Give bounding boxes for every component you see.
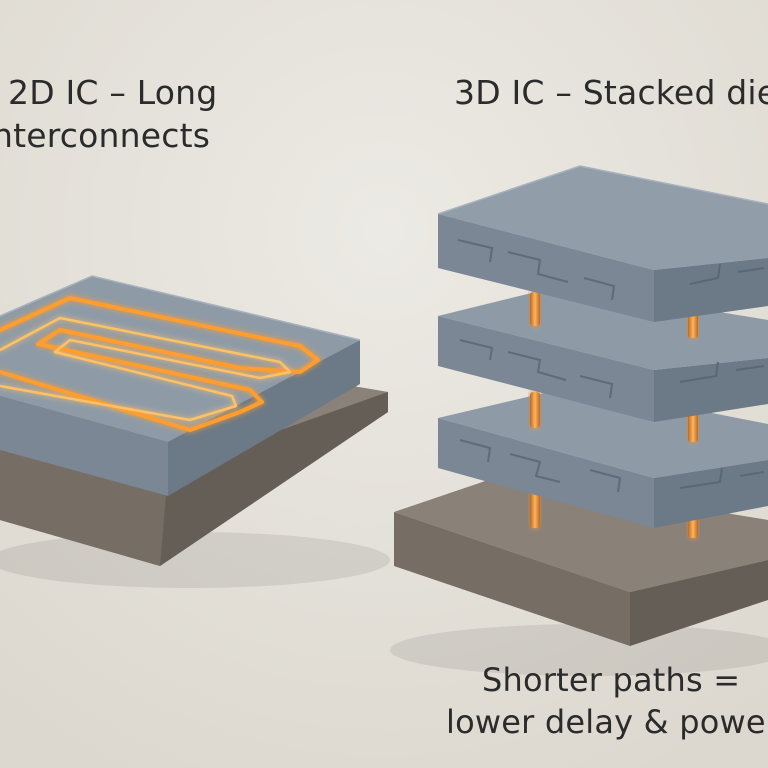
tsv-via — [530, 392, 540, 428]
caption-line2: lower delay & power — [446, 702, 768, 742]
left-title-line1: 2D IC – Long — [8, 73, 217, 113]
tsv-via — [530, 292, 540, 326]
caption-line1: Shorter paths = — [482, 660, 740, 700]
left-title-line2: nterconnects — [0, 116, 210, 156]
right-title: 3D IC – Stacked die — [454, 73, 768, 113]
